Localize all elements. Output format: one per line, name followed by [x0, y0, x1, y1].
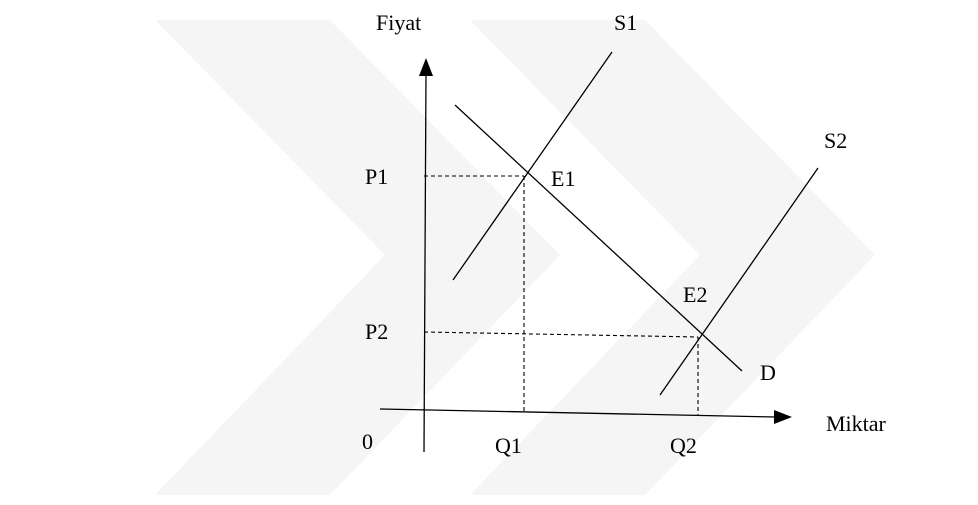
quantity-1-label: Q1 [495, 433, 522, 458]
x-axis-label: Miktar [826, 411, 887, 436]
supply-curve-s1 [452, 51, 613, 281]
quantity-2-label: Q2 [670, 433, 697, 458]
demand-curve-d [454, 104, 743, 372]
p2-guide-line [423, 331, 699, 338]
x-axis-arrowhead [774, 410, 792, 424]
price-1-label: P1 [365, 164, 388, 189]
equilibrium-1-label: E1 [551, 166, 575, 191]
x-axis [379, 408, 777, 418]
equilibrium-2-label: E2 [683, 282, 707, 307]
y-axis [423, 71, 427, 453]
demand-label: D [760, 360, 776, 385]
price-2-label: P2 [365, 319, 388, 344]
origin-label: 0 [362, 429, 373, 454]
supply-1-label: S1 [614, 10, 637, 35]
y-axis-arrowhead [419, 58, 433, 76]
watermark-graphic [155, 20, 875, 495]
supply-curve-s2 [659, 167, 819, 396]
supply-2-label: S2 [824, 128, 847, 153]
y-axis-label: Fiyat [376, 10, 421, 35]
